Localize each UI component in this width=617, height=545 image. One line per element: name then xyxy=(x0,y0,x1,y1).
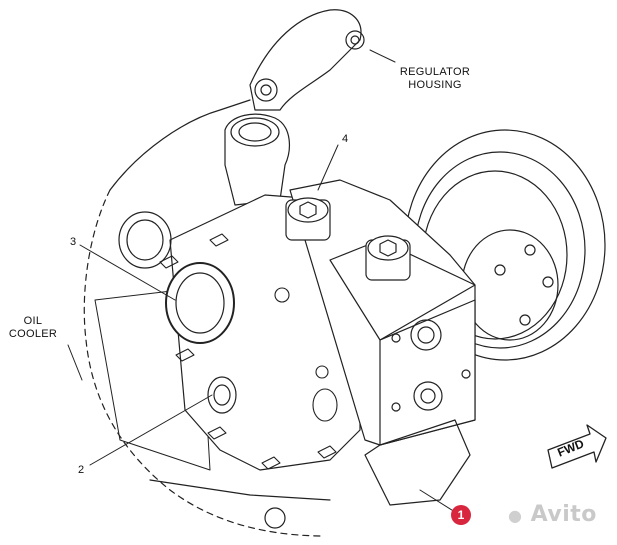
elbow-pipe xyxy=(224,113,290,206)
leader-3 xyxy=(79,244,176,301)
engine-housing-outline xyxy=(83,189,321,537)
fwd-arrow xyxy=(547,424,607,469)
cooler-port-inner xyxy=(126,219,164,261)
cap-screw-2-hex xyxy=(379,239,397,257)
leader-4 xyxy=(317,144,339,191)
regulator-housing-line2: HOUSING xyxy=(408,79,462,91)
elbow-pipe-opening-inner xyxy=(238,122,272,142)
regulator-bolt-top-inner xyxy=(350,35,360,45)
front-bolt-2 xyxy=(461,369,471,379)
front-port-upper xyxy=(410,319,442,351)
oring-gasket-inner xyxy=(175,272,225,334)
front-bolt-3 xyxy=(391,402,401,412)
pulley-hole-3 xyxy=(524,244,536,256)
housing-upper-outline xyxy=(109,99,251,191)
leader-regulator xyxy=(369,49,396,63)
regulator-bolt-left-inner xyxy=(260,84,272,96)
avito-watermark: ● Avito xyxy=(508,502,597,527)
front-port-lower-inner xyxy=(420,388,436,404)
studs xyxy=(159,233,338,470)
leader-1 xyxy=(419,489,456,513)
cap-screw-2-head xyxy=(367,235,409,261)
front-port-upper-inner xyxy=(417,326,435,344)
oring-gasket xyxy=(165,262,235,344)
callout-oil-cooler: OIL COOLER xyxy=(2,315,64,341)
front-port-lower xyxy=(413,381,443,411)
callout-regulator-housing: REGULATOR HOUSING xyxy=(392,66,478,92)
pulley-hole-2 xyxy=(542,276,554,288)
regulator-arm xyxy=(249,9,362,111)
callout-num-2: 2 xyxy=(78,464,85,476)
regulator-housing-line1: REGULATOR xyxy=(399,66,471,78)
bottom-bracket xyxy=(364,419,471,506)
bottom-bolt xyxy=(264,507,286,529)
bottom-ledge xyxy=(149,479,331,501)
callout-num-3: 3 xyxy=(70,236,77,248)
pulley-hole-4 xyxy=(494,264,506,276)
cap-screw-1-head xyxy=(287,197,329,223)
item-badge-1: 1 xyxy=(451,505,471,525)
oil-cooler-line1: OIL xyxy=(23,315,43,327)
elbow-pipe-opening xyxy=(230,117,280,147)
avito-watermark-text: Avito xyxy=(530,502,597,527)
pump-front-face xyxy=(379,299,476,446)
cap-screw-1-hex xyxy=(299,201,317,219)
regulator-bolt-top xyxy=(345,30,365,50)
small-oring-inner xyxy=(213,384,231,406)
front-bolt-1 xyxy=(391,333,401,343)
leader-oil-cooler xyxy=(67,344,83,381)
leader-2 xyxy=(89,394,213,466)
regulator-bolt-left xyxy=(254,78,278,102)
callout-num-4: 4 xyxy=(342,133,349,145)
oil-cooler-line2: COOLER xyxy=(8,328,58,340)
small-oring xyxy=(207,376,237,414)
cooler-port xyxy=(118,211,172,269)
pulley-hole-1 xyxy=(519,314,531,326)
avito-dots-icon: ● xyxy=(508,506,523,525)
